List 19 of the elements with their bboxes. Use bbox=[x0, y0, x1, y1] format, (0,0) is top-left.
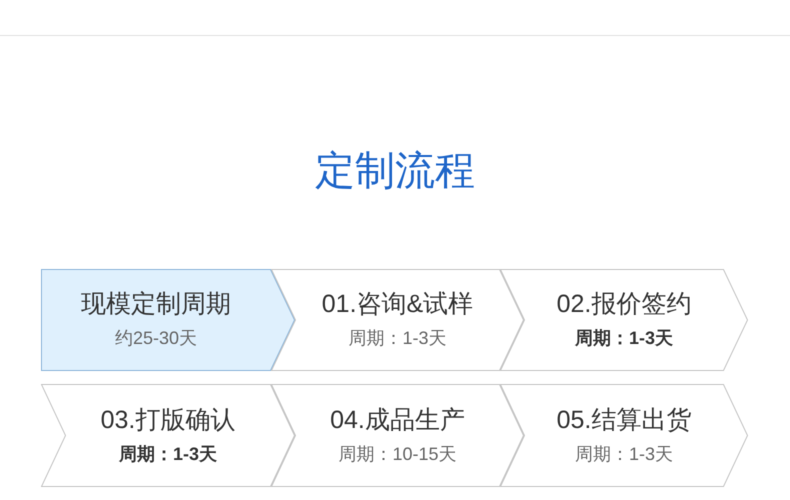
chevron-step bbox=[500, 384, 748, 487]
step-title: 05.结算出货 bbox=[556, 404, 692, 436]
step-title: 现模定制周期 bbox=[81, 289, 231, 320]
highlighted-step-shape bbox=[41, 269, 295, 371]
chevron-step bbox=[271, 384, 524, 487]
step-title: 02.报价签约 bbox=[556, 289, 692, 320]
step-title: 01.咨询&试样 bbox=[322, 289, 474, 320]
step-duration: 周期：1-3天 bbox=[118, 442, 217, 466]
step-duration: 周期：1-3天 bbox=[574, 327, 673, 350]
step-title: 03.打版确认 bbox=[100, 404, 236, 436]
step-duration: 周期：1-3天 bbox=[348, 327, 446, 350]
step-title: 04.成品生产 bbox=[330, 404, 465, 436]
step-duration: 周期：10-15天 bbox=[338, 442, 457, 466]
chevron-step bbox=[500, 269, 748, 371]
chevron-step bbox=[271, 269, 524, 371]
step-duration: 约25-30天 bbox=[114, 327, 198, 350]
diagram-title: 定制流程 bbox=[315, 148, 475, 195]
chevron-step bbox=[41, 384, 295, 487]
step-duration: 周期：1-3天 bbox=[574, 442, 673, 466]
